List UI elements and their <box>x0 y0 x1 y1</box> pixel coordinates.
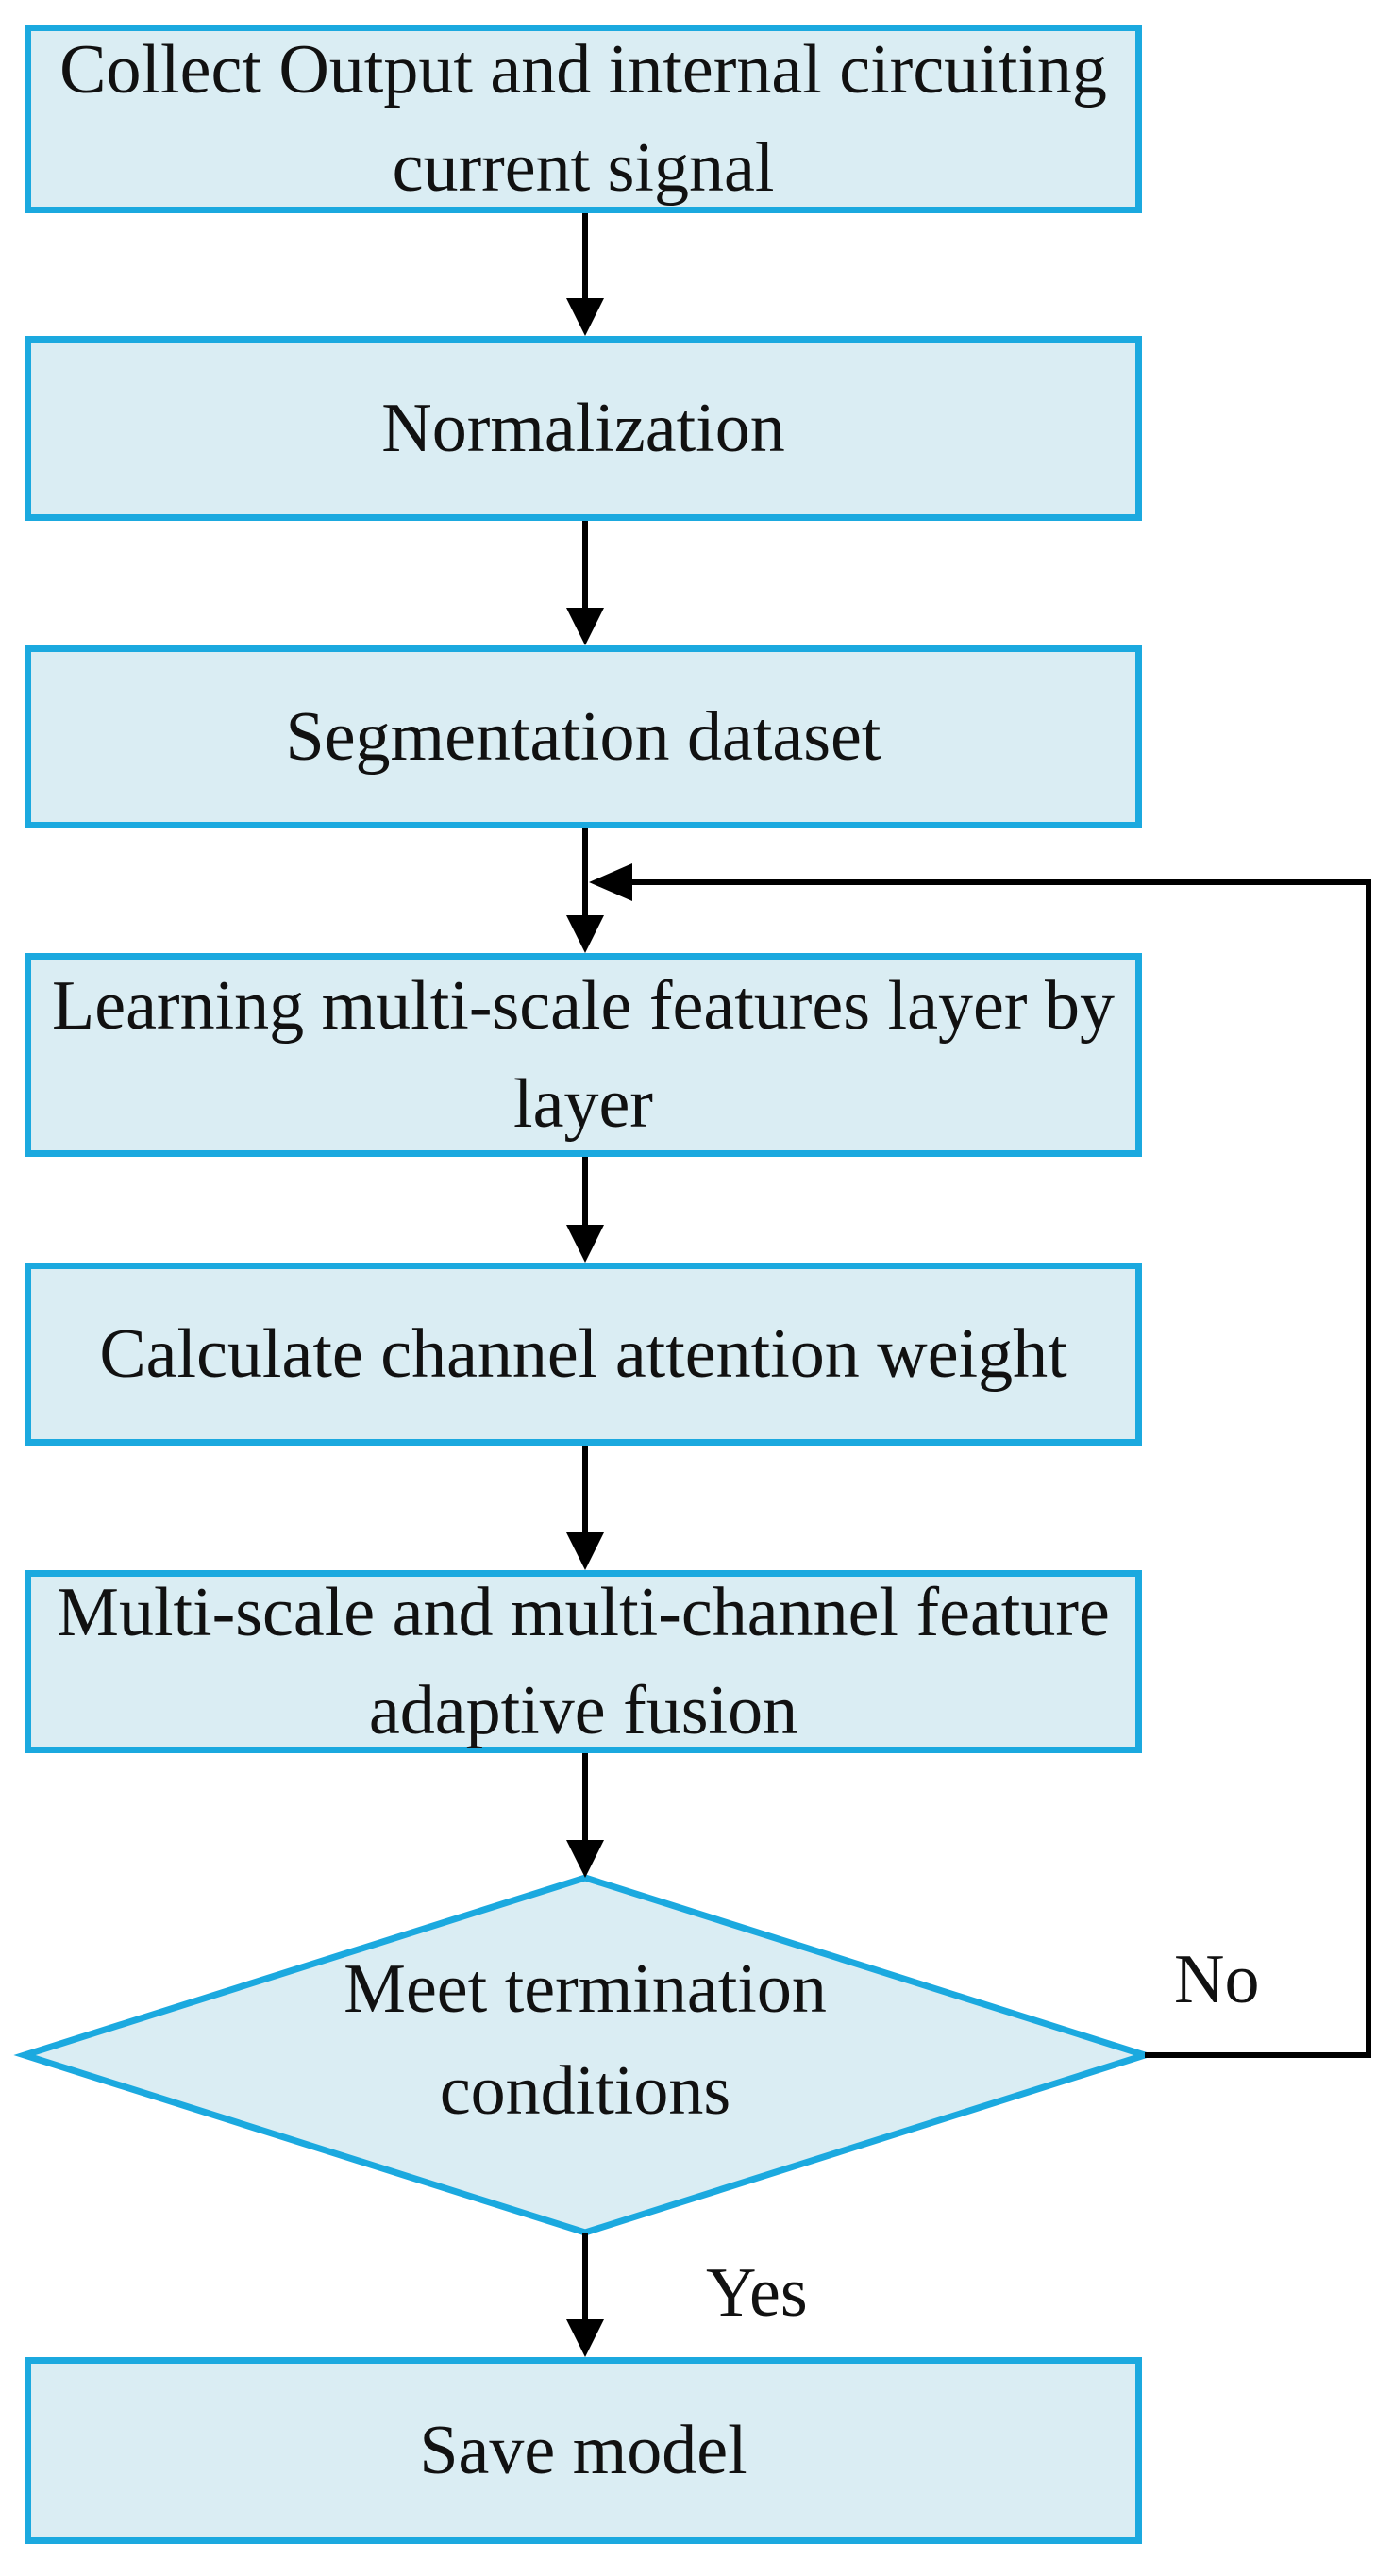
step-collect-label: Collect Output and internal circuiting c… <box>59 31 1107 207</box>
step-normalization-label: Normalization <box>381 390 785 467</box>
arrow-fusion-to-decision <box>566 1753 604 1878</box>
step-save-label: Save model <box>419 2412 747 2489</box>
arrow-learning-to-attention <box>566 1157 604 1263</box>
decision-label: Meet termination conditions <box>344 1950 827 2130</box>
step-save-model: Save model <box>25 2357 1142 2544</box>
arrow-collect-to-normalization <box>566 213 604 336</box>
step-collect-signal: Collect Output and internal circuiting c… <box>25 25 1142 213</box>
yes-branch-label: Yes <box>706 2254 808 2332</box>
arrow-segmentation-to-learning <box>566 828 604 953</box>
step-segmentation: Segmentation dataset <box>25 645 1142 828</box>
no-branch-label: No <box>1174 1941 1260 2018</box>
step-learning-label: Learning multi-scale features layer by l… <box>52 967 1115 1143</box>
arrow-decision-to-save <box>566 2233 604 2357</box>
step-adaptive-fusion: Multi-scale and multi-channel feature ad… <box>25 1570 1142 1753</box>
arrow-no-feedback-loop <box>589 863 1371 2058</box>
step-attention-label: Calculate channel attention weight <box>99 1315 1067 1393</box>
step-learning-features: Learning multi-scale features layer by l… <box>25 953 1142 1157</box>
arrow-normalization-to-segmentation <box>566 521 604 645</box>
step-segmentation-label: Segmentation dataset <box>285 698 881 776</box>
arrow-attention-to-fusion <box>566 1446 604 1570</box>
step-channel-attention: Calculate channel attention weight <box>25 1263 1142 1446</box>
step-normalization: Normalization <box>25 336 1142 521</box>
step-fusion-label: Multi-scale and multi-channel feature ad… <box>57 1574 1110 1749</box>
